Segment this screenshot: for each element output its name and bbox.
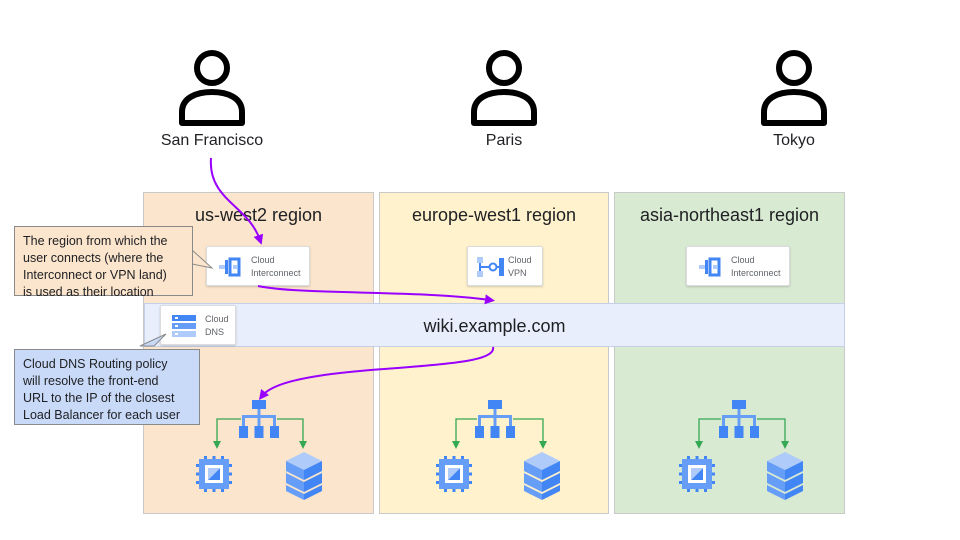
service-label: Cloud <box>251 255 275 265</box>
cloud-interconnect-card: Cloud Interconnect <box>206 246 310 286</box>
cloud-dns-card: Cloud DNS <box>160 305 236 345</box>
cloud-interconnect-icon <box>699 257 721 277</box>
callout-line: The region from which the <box>23 234 168 248</box>
region-location-callout: The region from which the user connects … <box>14 226 193 299</box>
callout-line: Load Balancer for each user <box>23 408 181 422</box>
user-icon <box>179 50 245 126</box>
region-title: asia-northeast1 region <box>639 205 820 225</box>
region-title: us-west2 region <box>194 205 323 225</box>
cloud-interconnect-card: Cloud Interconnect <box>686 246 790 286</box>
callout-line: URL to the IP of the closest <box>23 391 175 405</box>
user-san-francisco: San Francisco <box>132 48 292 158</box>
service-label: Interconnect <box>251 268 301 278</box>
service-label: Cloud <box>205 314 229 324</box>
region-europe-west1: europe-west1 region <box>379 192 609 514</box>
region-asia-northeast1: asia-northeast1 region <box>614 192 845 514</box>
callout-line: is used as their location <box>23 285 154 299</box>
callout-line: user connects (where the <box>23 251 164 265</box>
dns-band: wiki.example.com <box>144 303 845 347</box>
service-label: Cloud <box>731 255 755 265</box>
user-paris: Paris <box>424 48 584 158</box>
callout-line: Interconnect or VPN land) <box>23 268 167 282</box>
user-label: Paris <box>485 132 523 149</box>
cloud-dns-icon <box>172 315 196 337</box>
user-icon <box>761 50 827 126</box>
cloud-interconnect-icon <box>219 257 241 277</box>
service-label: Interconnect <box>731 268 781 278</box>
service-label: VPN <box>508 268 527 278</box>
user-icon <box>471 50 537 126</box>
callout-line: will resolve the front-end <box>23 374 159 388</box>
service-label: Cloud <box>508 255 532 265</box>
cloud-vpn-card: Cloud VPN <box>467 246 543 286</box>
user-tokyo: Tokyo <box>714 48 874 158</box>
callout-line: Cloud DNS Routing policy <box>23 357 168 371</box>
front-end-url: wiki.example.com <box>423 316 566 336</box>
region-title: europe-west1 region <box>411 205 577 225</box>
user-label: Tokyo <box>773 132 815 149</box>
dns-routing-callout: Cloud DNS Routing policy will resolve th… <box>14 349 200 425</box>
cloud-vpn-icon <box>477 257 504 277</box>
user-label: San Francisco <box>160 132 264 149</box>
service-label: DNS <box>205 327 225 337</box>
